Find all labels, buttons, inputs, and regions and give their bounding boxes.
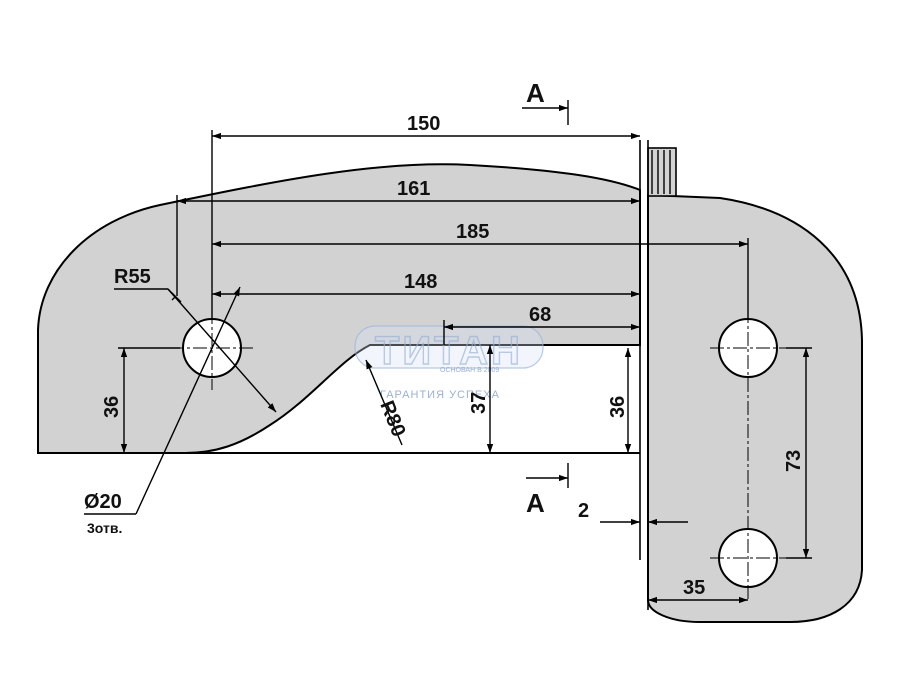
section-mark-top: A: [522, 78, 569, 125]
dim-161: 161: [177, 178, 640, 205]
dim-36-right: 36: [607, 348, 632, 453]
dim-150-label: 150: [407, 113, 440, 135]
dim-36-right-label: 36: [607, 396, 629, 418]
watermark-logo: ТИТАН ОСНОВАН В 2009 ГАРАНТИЯ УСПЕХА: [354, 325, 544, 401]
dim-r55: R55: [114, 266, 277, 413]
dim-68-label: 68: [529, 304, 551, 326]
dim-hole-count-label: 3отв.: [87, 520, 122, 536]
dim-73-label: 73: [783, 450, 805, 472]
dim-37: 37: [468, 345, 494, 453]
left-glass-panel: [37, 163, 641, 454]
dim-35: 35: [648, 577, 748, 604]
dim-73: 73: [783, 348, 810, 558]
dim-37-label: 37: [468, 392, 490, 414]
section-mark-bottom: A: [526, 463, 569, 518]
plate-edge-hatch: [651, 150, 671, 194]
dim-2-label: 2: [578, 500, 589, 522]
watermark-tagline: ГАРАНТИЯ УСПЕХА: [380, 389, 500, 401]
dim-2: 2: [578, 500, 688, 526]
dim-148-label: 148: [404, 271, 437, 293]
watermark-title: ТИТАН: [375, 329, 523, 373]
dim-185: 185: [212, 221, 748, 248]
dim-36-left: 36: [101, 348, 128, 453]
dim-161-label: 161: [397, 178, 430, 200]
watermark-founded: ОСНОВАН В 2009: [440, 367, 499, 374]
dim-185-label: 185: [456, 221, 489, 243]
dim-35-label: 35: [683, 577, 705, 599]
dim-r55-label: R55: [114, 266, 151, 288]
dim-150: 150: [212, 113, 640, 140]
section-label-top: A: [526, 78, 545, 108]
dim-68: 68: [444, 304, 640, 331]
dim-r80-label: R80: [375, 398, 409, 440]
section-label-bottom: A: [526, 488, 545, 518]
dim-hole-diameter: Ø20 3отв.: [84, 286, 241, 536]
dim-36-left-label: 36: [101, 396, 123, 418]
dim-hole-diameter-label: Ø20: [84, 491, 122, 513]
dim-148: 148: [212, 271, 640, 298]
